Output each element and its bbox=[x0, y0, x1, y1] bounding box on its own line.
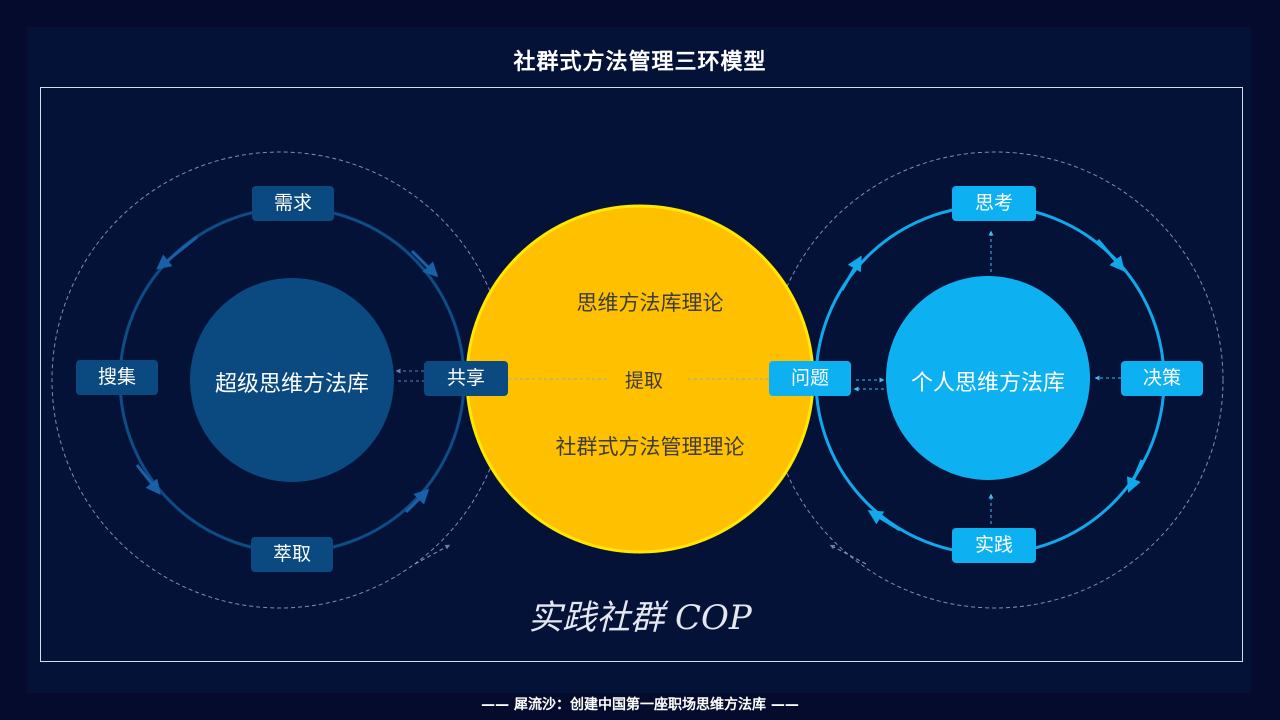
right-ring-arrow-1 bbox=[840, 255, 862, 291]
left-outer-arrow bbox=[414, 544, 451, 565]
right-ring-arrow-3 bbox=[1127, 459, 1144, 493]
left-ring-arrow-3 bbox=[404, 488, 430, 514]
practice-node: 实践 bbox=[952, 528, 1036, 563]
left-ring-arrow-4 bbox=[410, 249, 439, 278]
right-ring-arrow-2 bbox=[1096, 239, 1125, 272]
left-ring-arrow-2 bbox=[135, 464, 161, 495]
extract-label: 提取 bbox=[624, 370, 663, 392]
collect-node: 搜集 bbox=[76, 360, 158, 395]
personal-library-label: 个人思维方法库 bbox=[910, 371, 1065, 396]
community-method-theory-label: 社群式方法管理理论 bbox=[555, 435, 745, 459]
demand-node: 需求 bbox=[252, 186, 334, 221]
extract-essence-node: 萃取 bbox=[251, 537, 333, 572]
library-theory-label: 思维方法库理论 bbox=[576, 291, 724, 315]
decision-node: 决策 bbox=[1121, 361, 1203, 396]
community-of-practice-label: 实践社群 COP bbox=[528, 598, 752, 638]
think-node: 思考 bbox=[952, 186, 1036, 221]
slide-title: 社群式方法管理三环模型 bbox=[513, 50, 767, 75]
problem-node: 问题 bbox=[769, 361, 851, 396]
right-outer-arrow bbox=[829, 544, 867, 565]
right-core-circle bbox=[886, 276, 1090, 480]
diagram-frame bbox=[40, 87, 1243, 662]
right-ring-arrow-4 bbox=[867, 510, 901, 532]
left-ring-arrow-1 bbox=[156, 235, 198, 270]
super-library-label: 超级思维方法库 bbox=[214, 372, 369, 397]
footer-text: —— 犀流沙：创建中国第一座职场思维方法库 —— bbox=[481, 697, 799, 713]
left-core-circle bbox=[190, 278, 394, 482]
share-node: 共享 bbox=[424, 361, 508, 396]
